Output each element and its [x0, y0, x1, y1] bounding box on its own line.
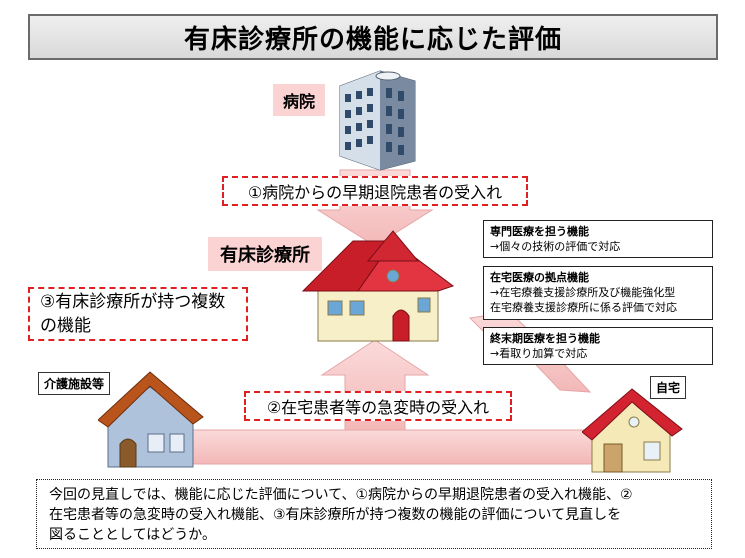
hospital-label: 病院 [273, 84, 326, 116]
function-box-home-care: 在宅医療の拠点機能 →在宅療養支援診療所及び機能強化型 在宅療養支援診療所に係る… [483, 266, 713, 320]
hospital-icon [339, 70, 416, 171]
home-icon [582, 388, 683, 473]
flow-multiple-functions-label: ③有床診療所が持つ複数の機能 [28, 287, 248, 341]
function-heading: 在宅医療の拠点機能 [490, 271, 589, 284]
page-title: 有床診療所の機能に応じた評価 [28, 14, 718, 60]
flow-emergency-label: ②在宅患者等の急変時の受入れ [244, 391, 512, 421]
function-detail: →在宅療養支援診療所及び機能強化型 [490, 286, 676, 299]
function-heading: 専門医療を担う機能 [490, 225, 589, 238]
function-detail: →看取り加算で対応 [490, 347, 588, 360]
care-facility-icon [98, 371, 204, 468]
function-heading: 終末期医療を担う機能 [490, 332, 600, 345]
care-facility-label: 介護施設等 [38, 372, 111, 395]
home-label: 自宅 [650, 376, 687, 399]
function-box-specialty: 専門医療を担う機能 →個々の技術の評価で対応 [483, 220, 713, 258]
summary-line: 今回の見直しでは、機能に応じた評価について、①病院からの早期退院患者の受入れ機能… [49, 487, 633, 503]
function-box-end-of-life: 終末期医療を担う機能 →看取り加算で対応 [483, 327, 713, 365]
arrow-bottom-bar [174, 429, 606, 465]
summary-box: 今回の見直しでは、機能に応じた評価について、①病院からの早期退院患者の受入れ機能… [36, 479, 712, 549]
flow-early-discharge-label: ①病院からの早期退院患者の受入れ [222, 176, 528, 206]
function-detail: →個々の技術の評価で対応 [490, 240, 621, 253]
clinic-icon [301, 230, 455, 342]
clinic-label: 有床診療所 [208, 237, 322, 271]
summary-line: 在宅患者等の急変時の受入れ機能、③有床診療所が持つ複数の機能の評価について見直し… [49, 507, 622, 523]
function-detail: 在宅療養支援診療所に係る評価で対応 [490, 301, 677, 314]
summary-line: 図ることとしてはどうか。 [49, 527, 217, 543]
